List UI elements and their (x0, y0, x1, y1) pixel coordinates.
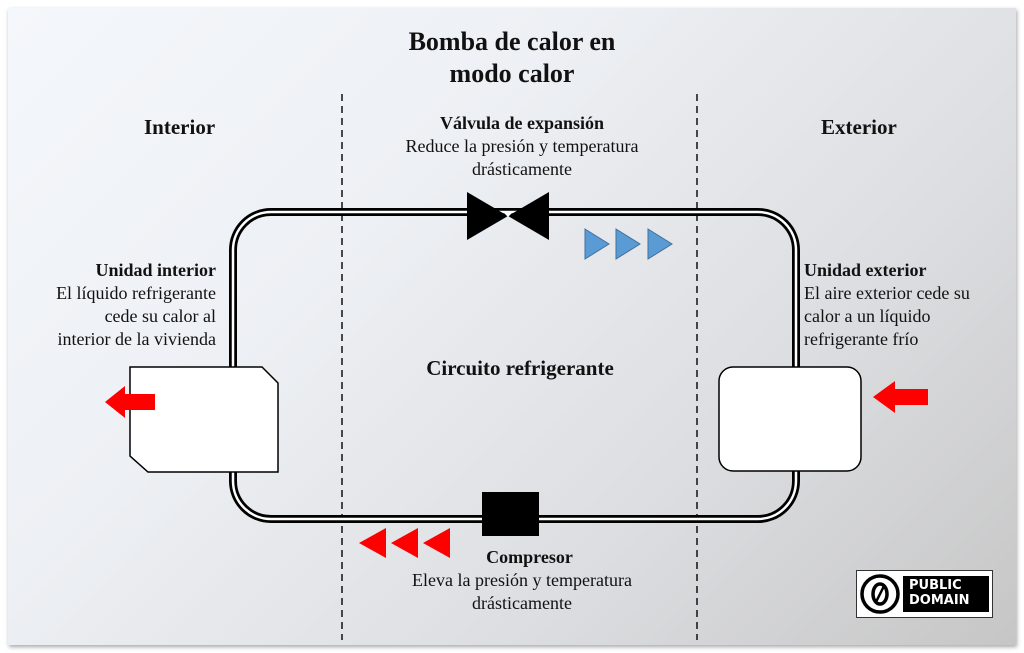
title-line-1: Bomba de calor en (408, 27, 616, 56)
valve-desc-2: drásticamente (472, 159, 572, 179)
compressor-desc-2: drásticamente (472, 593, 572, 613)
outdoor-unit-box (718, 366, 862, 472)
license-line-1: PUBLIC (909, 578, 962, 593)
outdoor-unit-label: Unidad exterior El aire exterior cede su… (804, 259, 1014, 351)
flow-arrow-left-icon (391, 528, 418, 558)
outdoor-unit-desc-3: refrigerante frío (804, 329, 919, 349)
outdoor-unit-name: Unidad exterior (804, 260, 927, 280)
diagram-title: Bomba de calor en modo calor (362, 26, 662, 90)
heat-in-arrow-icon (873, 381, 928, 413)
indoor-unit-box (129, 366, 279, 473)
indoor-unit-desc-2: cede su calor al (104, 306, 216, 326)
indoor-unit-label: Unidad interior El líquido refrigerante … (14, 259, 216, 351)
flow-arrow-right-icon (615, 228, 641, 260)
valve-desc-1: Reduce la presión y temperatura (405, 136, 639, 156)
public-domain-icon (860, 574, 900, 614)
expansion-valve-label: Válvula de expansión Reduce la presión y… (352, 112, 692, 181)
zone-label-interior: Interior (144, 115, 216, 139)
zone-label-exterior: Exterior (821, 115, 897, 139)
compressor-icon (482, 492, 539, 536)
flow-arrow-left-icon (423, 528, 450, 558)
flow-arrow-right-icon (647, 228, 673, 260)
indoor-unit-desc-3: interior de la vivienda (57, 329, 216, 349)
hot-flow-arrows (359, 528, 450, 558)
valve-name: Válvula de expansión (439, 113, 605, 133)
diagram-background (8, 8, 1016, 645)
circuit-label: Circuito refrigerante (426, 356, 614, 380)
flow-arrow-left-icon (359, 528, 386, 558)
compressor-desc-1: Eleva la presión y temperatura (412, 570, 632, 590)
expansion-valve-icon (467, 192, 549, 240)
outdoor-unit-desc-1: El aire exterior cede su (804, 283, 970, 303)
cold-flow-arrows (584, 228, 673, 260)
outdoor-unit-desc-2: calor a un líquido (804, 306, 931, 326)
public-domain-text-box: PUBLIC DOMAIN (903, 576, 989, 612)
license-line-2: DOMAIN (909, 593, 970, 608)
compressor-label: Compresor Eleva la presión y temperatura… (352, 546, 692, 615)
indoor-unit-desc-1: El líquido refrigerante (56, 283, 216, 303)
indoor-unit-name: Unidad interior (95, 260, 216, 280)
heat-out-arrow-icon (105, 386, 155, 418)
title-line-2: modo calor (449, 59, 575, 88)
public-domain-badge: PUBLIC DOMAIN (856, 570, 993, 618)
flow-arrow-right-icon (584, 228, 610, 260)
compressor-name: Compresor (486, 547, 573, 567)
public-domain-text: PUBLIC DOMAIN (909, 578, 970, 608)
